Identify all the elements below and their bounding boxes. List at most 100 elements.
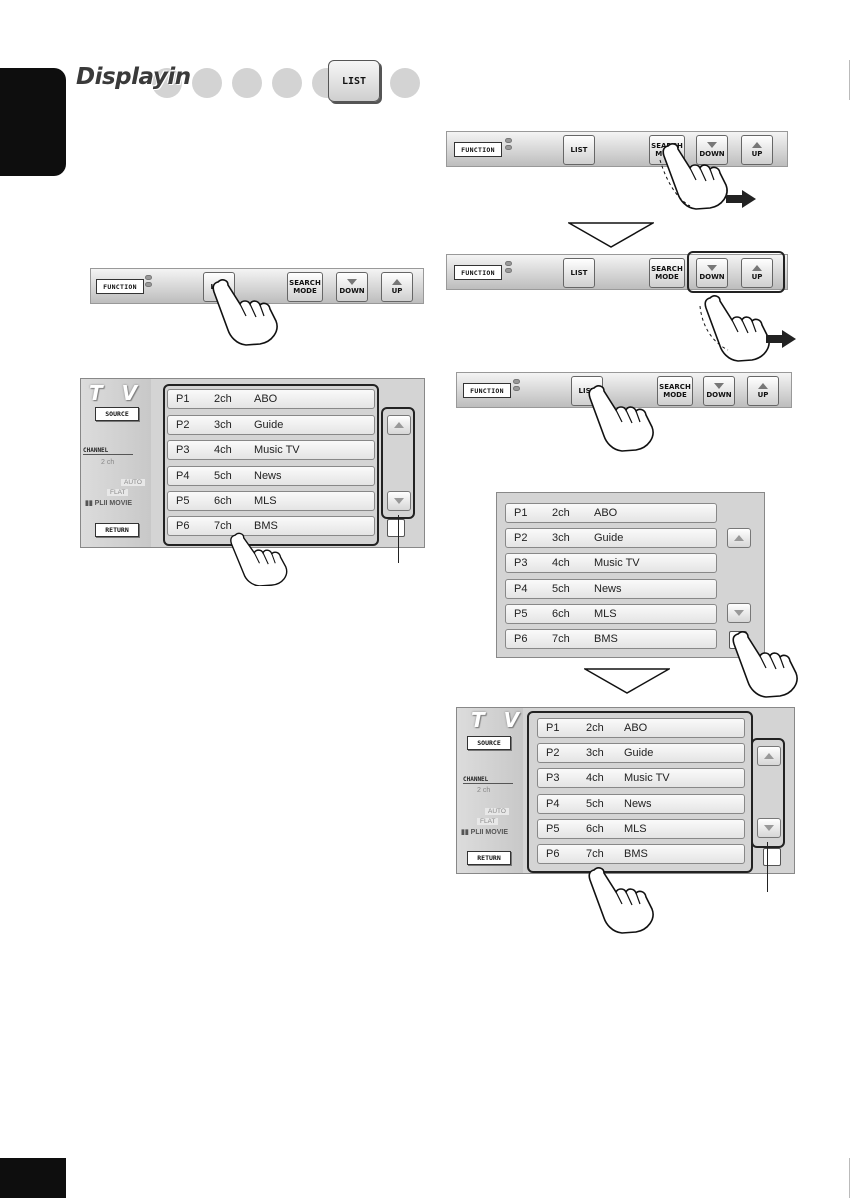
preset: P6 bbox=[546, 848, 560, 860]
triangle-down-icon bbox=[394, 498, 404, 504]
channel: 3ch bbox=[586, 747, 604, 759]
return-button[interactable]: RETURN bbox=[95, 523, 139, 537]
function-button[interactable]: FUNCTION bbox=[463, 383, 511, 398]
preset: P5 bbox=[176, 495, 190, 507]
up-button[interactable]: UP bbox=[741, 135, 773, 165]
name: BMS bbox=[594, 633, 618, 645]
triangle-up-icon bbox=[734, 535, 744, 541]
preset: P5 bbox=[546, 823, 560, 835]
mode-label: MODE bbox=[655, 273, 679, 281]
up-button[interactable]: UP bbox=[741, 258, 773, 288]
down-button[interactable]: DOWN bbox=[696, 135, 728, 165]
scroll-up-button[interactable] bbox=[727, 528, 751, 548]
arrow-down-icon bbox=[584, 668, 670, 694]
triangle-down-icon bbox=[734, 610, 744, 616]
search-label: SEARCH bbox=[659, 383, 691, 391]
up-button[interactable]: UP bbox=[747, 376, 779, 406]
led-indicator bbox=[145, 275, 152, 289]
list-button[interactable]: LIST bbox=[563, 258, 595, 288]
led-indicator bbox=[513, 379, 520, 393]
channel: 5ch bbox=[552, 583, 570, 595]
channel: 6ch bbox=[552, 608, 570, 620]
preset: P1 bbox=[546, 722, 560, 734]
scroll-up-button[interactable] bbox=[757, 746, 781, 766]
channel-label: CHANNEL bbox=[463, 776, 513, 784]
name: Music TV bbox=[254, 444, 300, 456]
triangle-down-icon bbox=[707, 142, 717, 148]
function-button[interactable]: FUNCTION bbox=[454, 142, 502, 157]
scroll-up-button[interactable] bbox=[387, 415, 411, 435]
dolby-label: PLII MOVIE bbox=[470, 829, 508, 836]
up-label: UP bbox=[391, 287, 403, 295]
led-indicator bbox=[505, 138, 512, 152]
search-label: SEARCH bbox=[651, 265, 683, 273]
mode-label: MODE bbox=[663, 391, 687, 399]
list-label: LIST bbox=[570, 269, 588, 277]
triangle-up-icon bbox=[764, 753, 774, 759]
title-dot bbox=[272, 68, 302, 98]
name: MLS bbox=[594, 608, 617, 620]
up-button[interactable]: UP bbox=[381, 272, 413, 302]
channel-value: 2 ch bbox=[477, 787, 491, 794]
return-button[interactable]: RETURN bbox=[467, 851, 511, 865]
down-button[interactable]: DOWN bbox=[696, 258, 728, 288]
down-button[interactable]: DOWN bbox=[703, 376, 735, 406]
scroll-down-button[interactable] bbox=[757, 818, 781, 838]
scroll-down-button[interactable] bbox=[387, 491, 411, 511]
hand-pointer-icon bbox=[230, 532, 288, 586]
dolby-indicator: ▮▮ PLII MOVIE bbox=[85, 500, 132, 507]
source-button[interactable]: SOURCE bbox=[95, 407, 139, 421]
hand-pointer-icon bbox=[588, 867, 654, 934]
hand-pointer-icon bbox=[588, 385, 654, 452]
arrow-right-icon bbox=[726, 190, 756, 208]
channel: 3ch bbox=[552, 532, 570, 544]
scroll-down-button[interactable] bbox=[727, 603, 751, 623]
tv-panel-left: T V SOURCE CHANNEL 2 ch AUTO FLAT ▮▮ PLI… bbox=[80, 378, 425, 548]
m-button[interactable] bbox=[763, 848, 781, 866]
mode-label: MODE bbox=[293, 287, 317, 295]
hand-pointer-icon bbox=[212, 279, 278, 346]
down-button[interactable]: DOWN bbox=[336, 272, 368, 302]
source-button[interactable]: SOURCE bbox=[467, 736, 511, 750]
function-button[interactable]: FUNCTION bbox=[454, 265, 502, 280]
name: Music TV bbox=[594, 557, 640, 569]
down-up-highlight-frame bbox=[687, 251, 785, 293]
down-label: DOWN bbox=[706, 391, 732, 399]
tv-logo: T V bbox=[89, 381, 144, 405]
list-button[interactable]: LIST bbox=[563, 135, 595, 165]
page-number-block bbox=[0, 1158, 66, 1198]
preset: P2 bbox=[514, 532, 528, 544]
m-button[interactable] bbox=[387, 519, 405, 537]
tv-sidebar bbox=[457, 708, 523, 873]
name: News bbox=[624, 798, 652, 810]
function-button[interactable]: FUNCTION bbox=[96, 279, 144, 294]
callout-line bbox=[767, 842, 768, 892]
triangle-down-icon bbox=[764, 825, 774, 831]
down-label: DOWN bbox=[699, 150, 725, 158]
list-label: LIST bbox=[578, 387, 596, 395]
channel: 4ch bbox=[214, 444, 232, 456]
